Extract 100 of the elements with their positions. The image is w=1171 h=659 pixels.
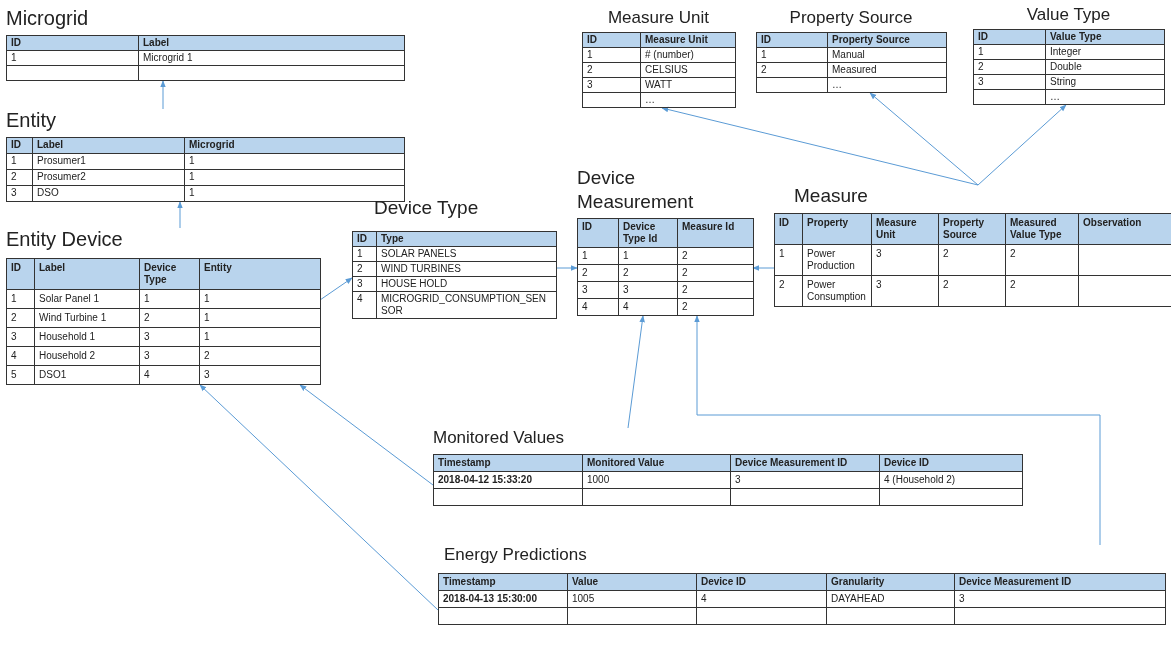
table-cell: Household 1 [34,327,140,347]
header-cell: Monitored Value [582,454,731,472]
header-cell: Device ID [696,573,827,591]
table-cell: 2 [1005,275,1079,307]
table-cell: … [827,77,947,93]
arrow [555,265,578,271]
table-cell: 3 [618,281,678,299]
header-cell: ID [774,213,803,245]
table-title: Entity [6,109,58,133]
table-cell: 3 [6,185,33,202]
arrow [869,92,979,186]
table-cell: 1 [139,289,200,309]
table-cell: 3 [871,275,939,307]
table-cell: 2 [139,308,200,328]
table-title: Energy Predictions [443,545,588,566]
table-cell: 3 [139,346,200,366]
table-cell: 4 [6,346,35,366]
table-cell: 2 [938,275,1006,307]
table-cell: 1000 [582,471,731,489]
table-cell: 1 [756,47,828,63]
header-cell: Label [138,35,405,51]
header-cell: Property [802,213,872,245]
header-cell: Device Type [139,258,200,290]
table-cell: Household 2 [34,346,140,366]
table-cell: 3 [730,471,880,489]
table-title: Microgrid [6,7,90,31]
table-cell: 2018-04-13 15:30:00 [438,590,568,608]
table-cell: 2 [1005,244,1079,276]
table-cell: WATT [640,77,736,93]
table-cell: String [1045,74,1165,90]
arrow [299,384,434,486]
table-cell: 3 [973,74,1046,90]
table-cell: DSO1 [34,365,140,385]
header-cell: Measure Unit [640,32,736,48]
arrow [160,80,166,110]
table-cell: DSO [32,185,185,202]
table-cell: 1 [199,308,321,328]
table-cell: 2 [199,346,321,366]
header-cell: ID [973,29,1046,45]
table-cell: 1 [184,185,405,202]
table-cell: Wind Turbine 1 [34,308,140,328]
table-cell: 1 [6,289,35,309]
table-cell: 2018-04-12 15:33:20 [433,471,583,489]
table-cell: Integer [1045,44,1165,60]
table-cell: Power Production [802,244,872,276]
header-cell: ID [6,258,35,290]
table-cell: HOUSE HOLD [376,276,557,292]
table-cell: 1 [973,44,1046,60]
table-cell: … [640,92,736,108]
table-cell: 3 [871,244,939,276]
arrow [694,315,1101,546]
header-cell: ID [6,137,33,154]
table-cell: Power Consumption [802,275,872,307]
arrow [627,315,645,429]
header-cell: Timestamp [433,454,583,472]
header-cell: Granularity [826,573,955,591]
table-cell: 2 [352,261,377,277]
table-cell: Prosumer2 [32,169,185,186]
table-cell: CELSIUS [640,62,736,78]
table-cell: 1 [618,247,678,265]
header-cell: Microgrid [184,137,405,154]
header-cell: Device Measurement ID [954,573,1166,591]
table-cell: 3 [6,327,35,347]
table-title: Property Source [788,8,914,29]
header-cell: ID [582,32,641,48]
table-title: Measure [793,185,869,208]
table-cell: 1 [6,153,33,170]
table-cell: 1 [582,47,641,63]
table-cell: 2 [677,247,754,265]
header-cell: Device ID [879,454,1023,472]
arrow [177,201,183,229]
table-cell: 2 [582,62,641,78]
header-cell: Device Type Id [618,218,678,248]
table-cell: Measured [827,62,947,78]
header-cell: Measure Unit [871,213,939,245]
table-cell: 2 [938,244,1006,276]
header-cell: ID [756,32,828,48]
table-cell: MICROGRID_CONSUMPTION_SENSOR [376,291,557,319]
table-title: Device Measurement [577,166,695,214]
table-cell: 2 [973,59,1046,75]
header-cell: Value Type [1045,29,1165,45]
table-cell: 1 [577,247,619,265]
table-cell: 1 [774,244,803,276]
table-cell: 1 [352,246,377,262]
header-cell: Value [567,573,697,591]
table-cell: 1 [184,153,405,170]
arrow [752,265,775,271]
table-title: Value Type [1025,5,1112,26]
table-cell: SOLAR PANELS [376,246,557,262]
table-cell: WIND TURBINES [376,261,557,277]
table-cell: 2 [677,298,754,316]
table-cell: 4 [618,298,678,316]
arrow [319,277,353,301]
header-cell: Type [376,231,557,247]
header-cell: Timestamp [438,573,568,591]
header-cell: Measured Value Type [1005,213,1079,245]
table-cell: DAYAHEAD [826,590,955,608]
table-cell: 1 [6,50,139,66]
table-cell: Microgrid 1 [138,50,405,66]
table-cell: 2 [677,264,754,282]
